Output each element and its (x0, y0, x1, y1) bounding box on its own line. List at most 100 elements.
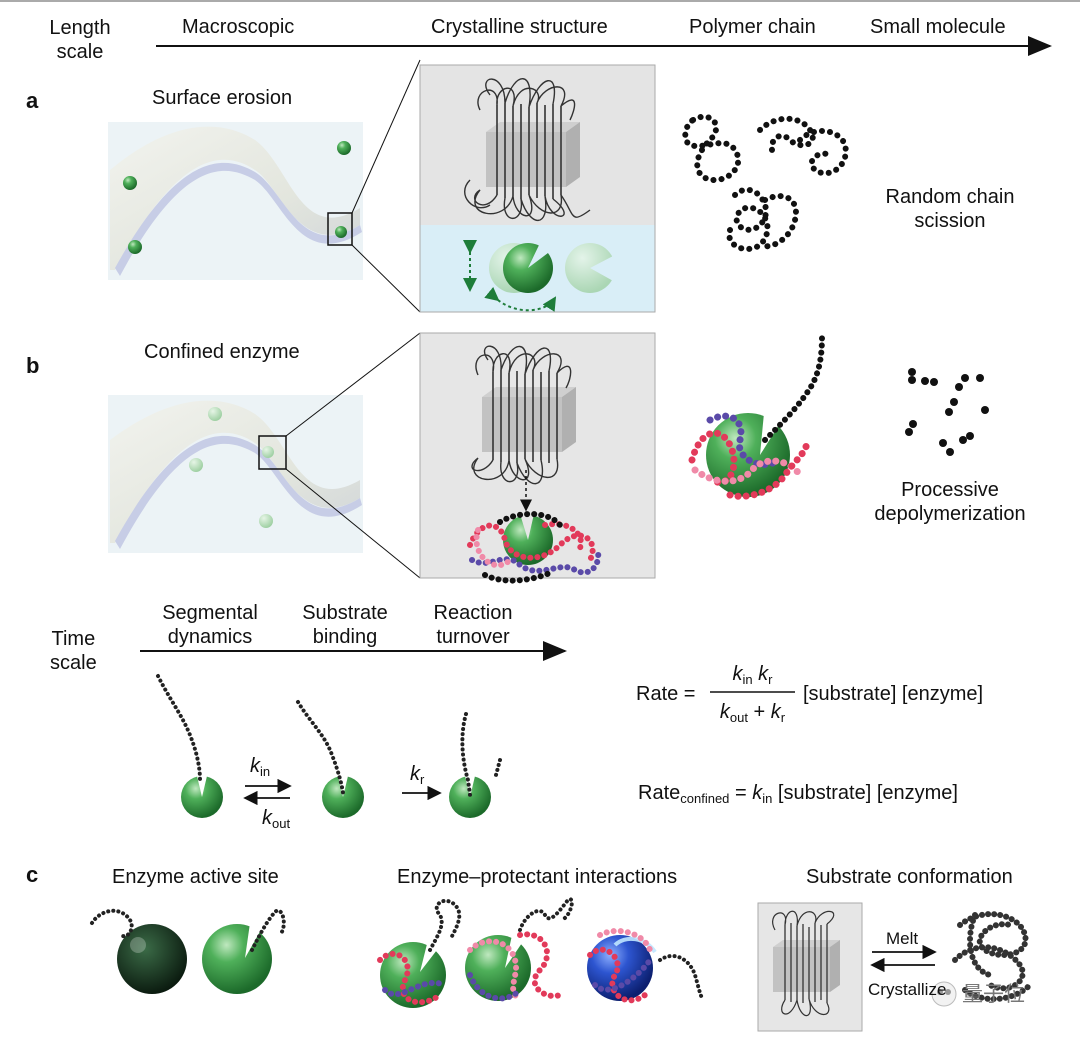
substrate-chain-c1 (90, 908, 134, 939)
rate-denominator: kout + kr (705, 700, 800, 726)
zoom-box-a (327, 212, 353, 246)
length-scale-label: Length scale (40, 16, 120, 64)
substrate-binding-label: Substrate binding (280, 601, 410, 649)
protectant-beads-c (377, 928, 653, 1006)
active-site-green-enzyme (202, 923, 272, 994)
amorphous-loops-b (471, 345, 572, 485)
processive-label: Processive depolymerization (860, 478, 1040, 526)
watermark-icon (931, 981, 957, 1007)
rate-numerator: kin kr (710, 662, 795, 688)
enzyme-particle (123, 176, 137, 190)
rate2-tail: [substrate] [enzyme] (777, 782, 958, 804)
zoom-line-b-bottom (285, 468, 421, 579)
turnover-line-2: turnover (436, 626, 510, 648)
num-k-r: k (758, 663, 769, 685)
random-chain-label: Random chain scission (860, 185, 1040, 233)
panel-b-sheet (108, 395, 363, 553)
k-r-symbol: k (410, 763, 420, 785)
k-in-symbol: k (250, 755, 260, 777)
protectant-beads-b (467, 511, 602, 584)
k-out-subscript: out (272, 816, 291, 831)
enzyme-free (181, 776, 223, 818)
polymer-chain-label: Polymer chain (689, 16, 816, 38)
substrate-chain-free (156, 674, 202, 782)
rate2-label: Rate (638, 782, 681, 804)
rate2-k-sub: in (762, 791, 773, 806)
random-chain-line-1: Random chain (885, 186, 1015, 208)
protectant-title: Enzyme–protectant interactions (397, 866, 678, 888)
protectant-beads-processive (688, 412, 812, 500)
rate2-k: k (752, 782, 763, 804)
zoom-line-b-top (285, 332, 421, 437)
processive-chain (762, 332, 825, 443)
protectant-chains-c (428, 897, 705, 1002)
melt-label: Melt (886, 929, 919, 948)
binding-line-2: binding (312, 626, 378, 648)
melted-chains (952, 911, 1033, 1003)
panel-a-title: Surface erosion (152, 87, 293, 109)
amorphous-loops-a (464, 78, 591, 222)
segmental-dynamics-label: Segmental dynamics (145, 601, 275, 649)
substrate-chain-turnover (460, 712, 472, 797)
rate-tail: [substrate] [enzyme] (803, 683, 984, 705)
den-k-r: k (770, 701, 781, 723)
zoom-line-a-bottom (351, 244, 421, 313)
lamellae-b (492, 370, 558, 463)
length-scale-text: Length scale (49, 17, 111, 63)
k-in-subscript: in (260, 764, 271, 779)
enzyme-particle (259, 514, 273, 528)
processive-line-1: Processive (901, 479, 999, 501)
conformation-title: Substrate conformation (806, 866, 1013, 888)
rate-label: Rate = (636, 683, 696, 705)
random-chain-line-2: scission (914, 210, 986, 232)
processive-line-2: depolymerization (874, 503, 1026, 525)
reaction-turnover-label: Reaction turnover (408, 601, 538, 649)
den-r-sub: r (780, 710, 786, 725)
rate2-eq: = (734, 782, 747, 804)
enzyme-particle (189, 458, 203, 472)
enzyme-bound (322, 776, 364, 818)
k-out-symbol: k (262, 807, 272, 829)
panel-b-title: Confined enzyme (144, 341, 300, 363)
num-in-sub: in (742, 672, 753, 687)
time-scale-label: Time scale (50, 627, 97, 675)
enzyme-particle (262, 446, 274, 458)
substrate-chain-c2 (250, 908, 286, 952)
den-plus: + (753, 701, 766, 723)
small-molecule-label: Small molecule (870, 16, 1006, 38)
segmental-line-1: Segmental (162, 602, 258, 624)
k-out-label: kout (262, 806, 290, 832)
segmental-line-2: dynamics (167, 626, 253, 648)
cleaved-fragment (494, 758, 502, 777)
turnover-line-1: Reaction (433, 602, 513, 624)
den-k-out: k (719, 701, 730, 723)
crystal-box-c (757, 902, 863, 1032)
small-molecules (905, 368, 989, 456)
panel-c-letter: c (26, 862, 39, 887)
k-r-label: kr (410, 762, 424, 788)
amorphous-loops-c (772, 910, 835, 1017)
random-chains-a (682, 113, 849, 252)
watermark-text: 量子位 (962, 982, 1025, 1006)
active-site-dark-enzyme (117, 924, 187, 994)
macroscopic-label: Macroscopic (182, 16, 295, 38)
substrate-chain-bound (296, 700, 345, 795)
zoom-line-a-top (351, 59, 421, 214)
time-line-1: Time (51, 628, 96, 650)
enzyme-turnover (449, 776, 491, 818)
enzyme-particle (208, 407, 222, 421)
k-in-label: kin (250, 754, 270, 780)
crystalline-structure-label: Crystalline structure (431, 16, 608, 38)
enzyme-particle (335, 226, 347, 238)
enzyme-particle (337, 141, 351, 155)
active-site-title: Enzyme active site (112, 866, 279, 888)
enzyme-particle (128, 240, 142, 254)
zoom-box-b (258, 435, 287, 470)
num-r-sub: r (768, 672, 773, 687)
binding-line-1: Substrate (302, 602, 388, 624)
panel-a-letter: a (26, 88, 39, 113)
k-r-subscript: r (420, 772, 425, 787)
lamellae-a (496, 103, 562, 199)
num-k-in: k (732, 663, 743, 685)
